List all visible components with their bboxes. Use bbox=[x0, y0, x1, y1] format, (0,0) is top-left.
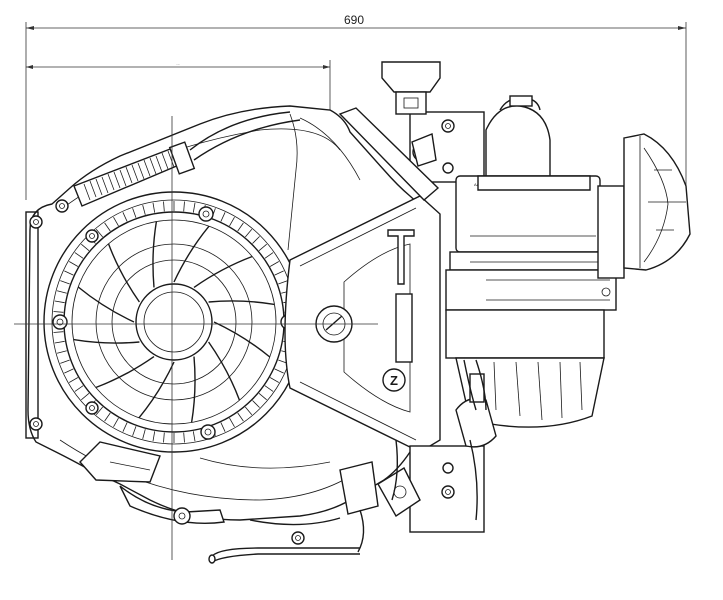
fan-spoke bbox=[208, 300, 275, 306]
throttle-arm bbox=[338, 107, 440, 201]
fan-ring-tick bbox=[264, 385, 274, 392]
bottom-shroud bbox=[79, 441, 341, 545]
inner-width-label: ... bbox=[176, 61, 179, 66]
fan-spoke bbox=[213, 321, 271, 358]
mounting-plate-bottom bbox=[409, 445, 485, 533]
cooling-fins bbox=[73, 111, 301, 207]
fan-ring-tick bbox=[152, 202, 156, 213]
fan-ring-tick bbox=[244, 406, 253, 415]
fan-ring-tick bbox=[258, 243, 267, 252]
fan-spoke bbox=[208, 341, 241, 401]
fan-ring-tick bbox=[104, 412, 111, 422]
fan-spoke bbox=[152, 221, 158, 288]
fan-ring-tick bbox=[192, 202, 196, 213]
fan-ring-tick bbox=[220, 422, 226, 432]
fan-ring-tick bbox=[95, 406, 104, 415]
fan-ring-tick bbox=[220, 212, 226, 222]
fan-screen bbox=[43, 191, 305, 453]
fan-ring-tick bbox=[258, 392, 267, 401]
fan-ring-tick bbox=[252, 400, 260, 408]
fan-ring-tick bbox=[142, 429, 146, 440]
overall-width-dimension: 690 bbox=[25, 13, 687, 200]
fan-ring-tick bbox=[163, 432, 165, 443]
fan-spoke bbox=[107, 243, 140, 303]
fan-ring-tick bbox=[274, 368, 284, 374]
fan-ring-tick bbox=[229, 417, 235, 427]
fan-ring-tick bbox=[237, 412, 244, 422]
fan-ring-tick bbox=[64, 270, 74, 276]
fan-ring-tick bbox=[122, 422, 128, 432]
fan-ring-tick bbox=[183, 432, 185, 443]
fan-spoke bbox=[138, 361, 175, 419]
fan-ring-tick bbox=[64, 368, 74, 374]
fan-ring-tick bbox=[237, 222, 244, 232]
fan-ring-tick bbox=[183, 201, 185, 212]
fan-ring-tick bbox=[60, 359, 70, 364]
fan-ring-tick bbox=[104, 222, 111, 232]
center-lines bbox=[14, 116, 378, 560]
fan-ring-tick bbox=[54, 340, 65, 344]
fan-ring-tick bbox=[69, 377, 79, 383]
fan-ring-tick bbox=[74, 385, 84, 392]
air-filter-housing: AAAA bbox=[445, 95, 617, 428]
fan-ring-tick bbox=[122, 212, 128, 222]
fan-ring-tick bbox=[264, 252, 274, 259]
fan-ring-tick bbox=[278, 280, 288, 285]
fan-ring-tick bbox=[269, 261, 279, 267]
fan-ring-tick bbox=[229, 217, 235, 227]
fan-ring-tick bbox=[56, 290, 67, 294]
fan-spoke bbox=[73, 338, 140, 344]
fan-ring-tick bbox=[252, 236, 260, 244]
fan-spoke bbox=[190, 356, 196, 423]
fan-ring-tick bbox=[152, 431, 156, 442]
fan-ring-tick bbox=[269, 377, 279, 383]
logo-mark: Z bbox=[390, 373, 398, 388]
filter-cap bbox=[597, 133, 691, 279]
fan-ring-tick bbox=[53, 311, 64, 313]
fan-ring-tick bbox=[163, 201, 165, 212]
fan-ring-tick bbox=[132, 208, 137, 218]
fan-ring-tick bbox=[54, 300, 65, 304]
fan-spoke bbox=[95, 356, 155, 389]
breather-funnel bbox=[381, 61, 441, 115]
fan-ring-tick bbox=[274, 270, 284, 276]
fan-ring-tick bbox=[81, 243, 90, 252]
fan-ring-tick bbox=[244, 229, 253, 238]
starter-assembly bbox=[339, 439, 421, 553]
fan-ring-tick bbox=[74, 252, 84, 259]
fan-ring-tick bbox=[95, 229, 104, 238]
fan-ring-tick bbox=[69, 261, 79, 267]
fuel-pump bbox=[455, 359, 497, 521]
fan-ring-tick bbox=[113, 217, 119, 227]
fuel-hose bbox=[208, 547, 360, 564]
fan-ring-tick bbox=[56, 350, 67, 354]
fan-ring-tick bbox=[132, 426, 137, 436]
fan-ring-tick bbox=[60, 280, 70, 285]
fan-ring-tick bbox=[192, 431, 196, 442]
fan-ring-tick bbox=[142, 204, 146, 215]
fan-spoke bbox=[173, 225, 210, 283]
fan-spoke bbox=[193, 255, 253, 288]
overall-width-label: 690 bbox=[344, 13, 364, 27]
fan-ring-tick bbox=[81, 392, 90, 401]
fan-ring-tick bbox=[53, 331, 64, 333]
fan-spoke bbox=[77, 286, 135, 323]
fan-ring-tick bbox=[113, 417, 119, 427]
